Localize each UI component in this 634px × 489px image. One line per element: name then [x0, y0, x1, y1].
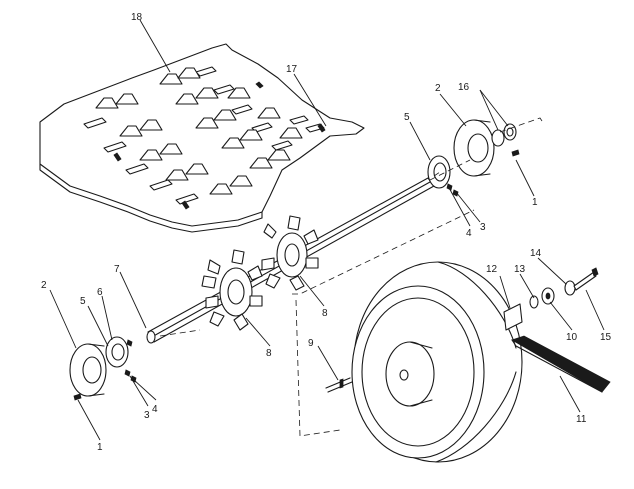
callout-6: 6 — [97, 287, 103, 298]
callout-8-left: 8 — [266, 348, 272, 359]
track-plate — [39, 43, 365, 233]
callout-5-left: 5 — [80, 296, 86, 307]
right-bearing-group — [427, 117, 545, 197]
callout-11: 11 — [576, 414, 587, 425]
callout-5-right: 5 — [404, 112, 410, 123]
callout-12: 12 — [486, 264, 498, 275]
belt-strap — [511, 335, 611, 393]
callout-14: 14 — [530, 248, 542, 259]
sprocket-right — [261, 215, 319, 291]
callout-10: 10 — [566, 332, 578, 343]
callout-3-left: 3 — [144, 410, 150, 421]
callout-3-right: 3 — [480, 222, 486, 233]
callout-13: 13 — [514, 264, 526, 275]
callout-8-right: 8 — [322, 308, 328, 319]
callout-4-right: 4 — [466, 228, 472, 239]
drive-wheel — [325, 261, 523, 463]
hub-hardware — [503, 267, 599, 331]
callout-4-left: 4 — [152, 404, 158, 415]
callout-15: 15 — [600, 332, 612, 343]
callout-labels: 18 17 2 16 5 1 4 3 7 6 2 5 4 3 1 8 8 9 1… — [41, 12, 612, 453]
callout-9: 9 — [308, 338, 314, 349]
sprocket-left — [201, 249, 263, 331]
callout-7: 7 — [114, 264, 120, 275]
callout-2-right: 2 — [435, 83, 441, 94]
callout-16: 16 — [458, 82, 470, 93]
callout-17: 17 — [286, 64, 298, 75]
leader-lines — [49, 19, 605, 441]
assembly-lines — [159, 159, 475, 437]
callout-2-left: 2 — [41, 280, 47, 291]
callout-18: 18 — [131, 12, 143, 23]
callout-1-right: 1 — [532, 197, 538, 208]
left-bearing-group — [69, 336, 137, 401]
callout-1-left: 1 — [97, 442, 103, 453]
